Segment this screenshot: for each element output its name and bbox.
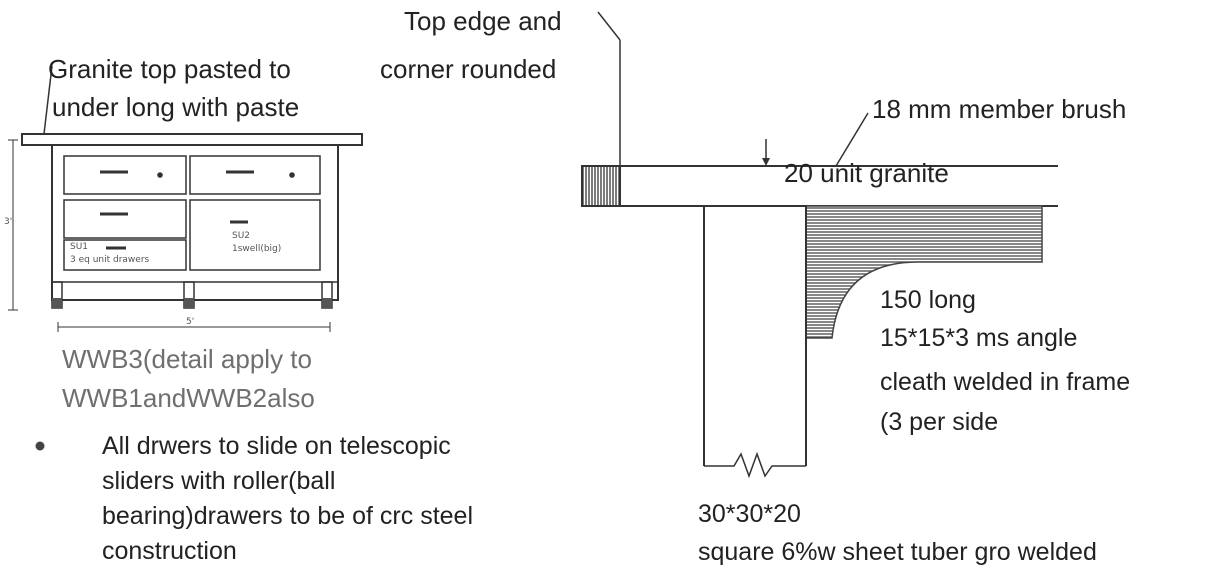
brush-note: 18 mm member brush	[872, 94, 1127, 124]
brush-note-leader	[835, 112, 869, 167]
cabinet-frame	[51, 144, 339, 301]
su1-description: 3 eq unit drawers	[70, 255, 150, 265]
edge-note-line-2: corner rounded	[380, 54, 557, 84]
drawer-su1-unit	[63, 239, 187, 271]
su1-label: SU1	[70, 242, 89, 252]
drawer-knob	[157, 172, 163, 178]
caption-line-1: WWB3(detail apply to	[62, 344, 312, 374]
cleat-note-line-1: 150 long	[880, 286, 976, 314]
tube-note-line-2: square 6%w sheet tuber gro welded	[698, 538, 1097, 566]
bullet-dot	[35, 441, 45, 451]
granite-note-leader	[43, 65, 53, 135]
cleat-note-line-4: (3 per side	[880, 408, 999, 436]
edge-banding-hatch	[581, 165, 621, 207]
su2-description: 1swell(big)	[232, 244, 282, 254]
cleat-note-line-3: cleath welded in frame	[880, 368, 1131, 396]
caption-line-2: WWB1andWWB2also	[62, 383, 315, 413]
granite-top-note-line-2: under long with paste	[52, 92, 300, 122]
edge-section-detail	[581, 11, 1058, 479]
cleat-note-line-2: 15*15*3 ms angle	[880, 324, 1078, 352]
width-dimension-label: 5'	[186, 317, 195, 327]
break-line	[704, 451, 806, 479]
angle-cleat-hatch	[805, 205, 1043, 339]
foot	[52, 298, 62, 308]
square-tube	[703, 205, 807, 467]
granite-thickness-note: 20 unit granite	[784, 158, 949, 188]
granite-top	[21, 133, 363, 146]
bullet-line-2: sliders with roller(ball	[102, 467, 336, 495]
drawer-knob	[289, 172, 295, 178]
bullet-line-4: construction	[102, 537, 237, 565]
foot	[322, 298, 332, 308]
drawer-1	[63, 155, 187, 195]
edge-note-line-1: Top edge and	[404, 6, 562, 36]
bullet-line-1: All drwers to slide on telescopic	[102, 432, 451, 460]
su2-label: SU2	[232, 231, 251, 241]
workbench-elevation	[8, 65, 363, 332]
drawer-su2-big	[189, 199, 321, 271]
tube-note-line-1: 30*30*20	[698, 500, 801, 528]
drawer-3	[63, 199, 187, 239]
height-dimension-label: 3'	[4, 217, 13, 227]
bullet-line-3: bearing)drawers to be of crc steel	[102, 502, 474, 530]
edge-note-leader	[597, 11, 621, 41]
drawer-2	[189, 155, 321, 195]
granite-top-note-line-1: Granite top pasted to	[48, 54, 291, 84]
foot	[184, 298, 194, 308]
